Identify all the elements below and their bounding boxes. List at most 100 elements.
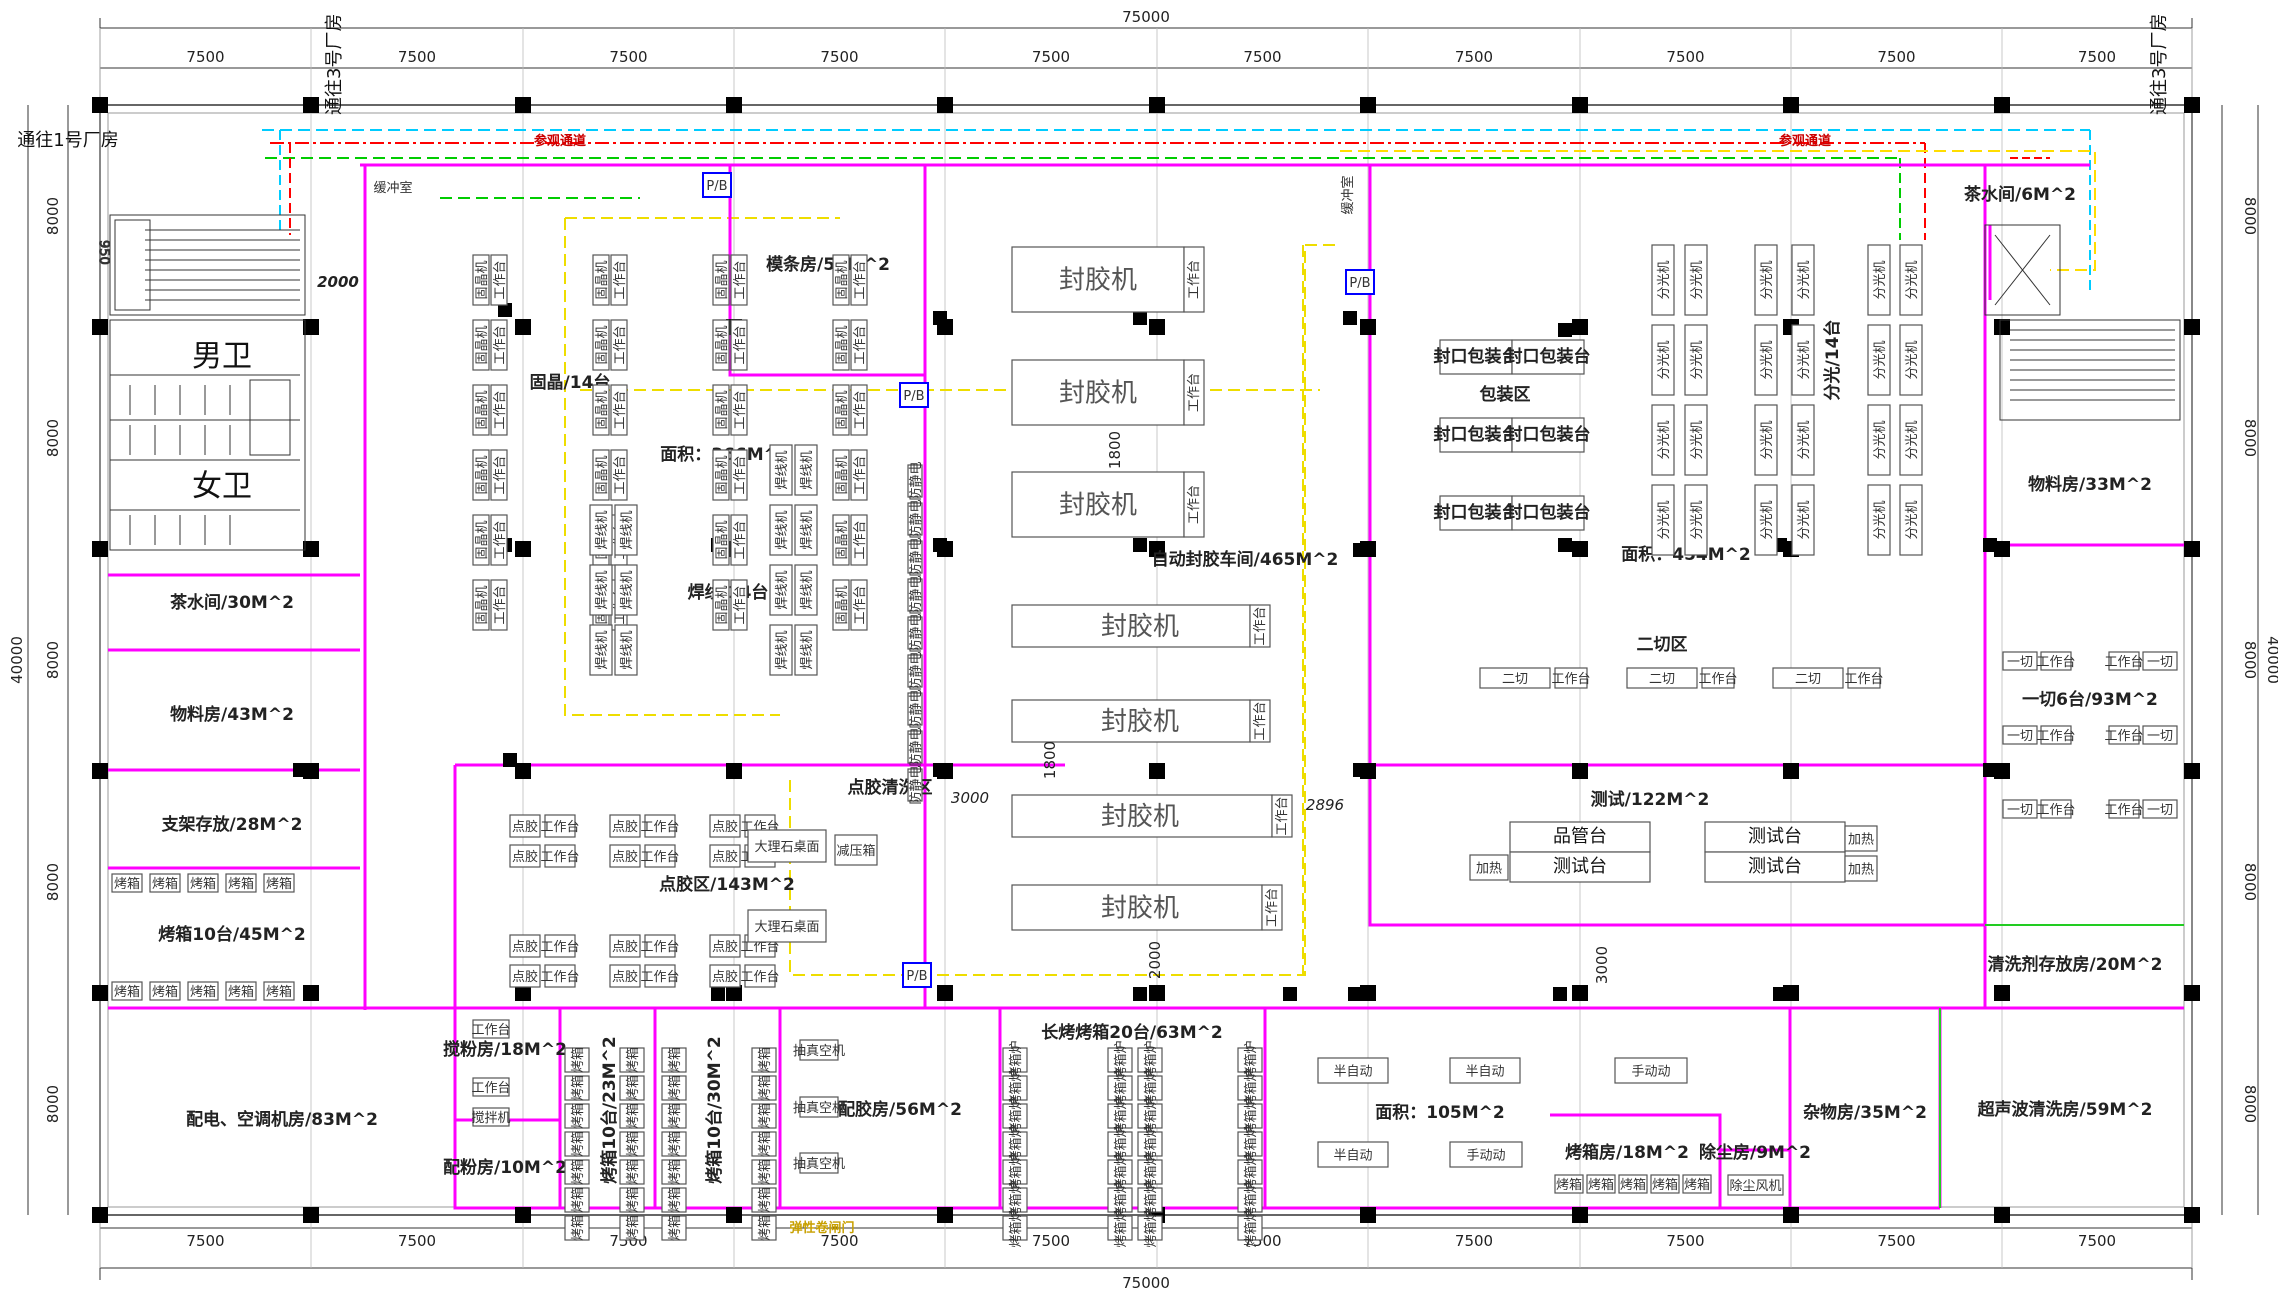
equipment-box: 封口包装台 xyxy=(1434,339,1519,375)
equipment-box: 工作台 xyxy=(2104,799,2144,819)
row-dim-right: 8000 xyxy=(2241,1085,2259,1123)
svg-text:手动动: 手动动 xyxy=(1466,1149,1505,1164)
equipment-box: 抽真空机 xyxy=(793,1152,845,1174)
room-tea-left: 茶水间/30M^2 xyxy=(170,592,294,613)
svg-text:防静电: 防静电 xyxy=(908,689,924,728)
buffer-room-left: 缓冲室 xyxy=(373,180,412,196)
svg-text:烤箱炉: 烤箱炉 xyxy=(1143,1040,1159,1079)
dim-total-left: 40000 xyxy=(8,636,26,684)
equipment-box: 焊线机 xyxy=(794,504,818,556)
svg-text:二切: 二切 xyxy=(1502,672,1528,687)
svg-text:固晶机: 固晶机 xyxy=(715,390,730,429)
equipment-box: 工作台 xyxy=(490,449,508,501)
svg-text:烤箱: 烤箱 xyxy=(757,1187,773,1213)
equipment-box: 工作台 xyxy=(640,964,680,988)
equipment-box: 点胶 xyxy=(509,964,541,988)
svg-text:二切: 二切 xyxy=(1795,672,1821,687)
equipment-box: 半自动 xyxy=(1317,1141,1389,1168)
room-test: 测试/122M^2 xyxy=(1591,789,1710,810)
dim-total-bottom: 75000 xyxy=(1122,1274,1170,1292)
equipment-box: 烤箱炉 xyxy=(1137,1180,1163,1220)
svg-text:焊线机: 焊线机 xyxy=(799,630,815,669)
svg-text:烤箱炉: 烤箱炉 xyxy=(1243,1152,1259,1191)
svg-text:分光机: 分光机 xyxy=(1690,420,1705,459)
svg-text:点胶: 点胶 xyxy=(512,819,538,835)
column xyxy=(1558,323,1572,337)
equipment-box: 烤箱 xyxy=(619,1103,645,1129)
equipment-box: 工作台 xyxy=(2104,725,2144,745)
equipment-box: 工作台 xyxy=(490,254,508,306)
row-dim-right: 8000 xyxy=(2241,863,2259,901)
equipment-box: 工作台 xyxy=(730,449,748,501)
svg-text:点胶: 点胶 xyxy=(712,849,738,865)
equipment-box: 工作台 xyxy=(540,844,580,868)
equipment-box: 固晶机 xyxy=(592,319,610,371)
svg-text:固晶机: 固晶机 xyxy=(715,455,730,494)
svg-text:焊线机: 焊线机 xyxy=(594,630,610,669)
svg-text:焊线机: 焊线机 xyxy=(774,450,790,489)
svg-text:工作台: 工作台 xyxy=(733,390,748,429)
equipment-box: 烤箱 xyxy=(751,1047,777,1073)
equipment-box: 烤箱 xyxy=(751,1215,777,1241)
equipment-box: 焊线机 xyxy=(614,564,638,616)
svg-text:点胶: 点胶 xyxy=(512,849,538,865)
svg-text:烤箱: 烤箱 xyxy=(570,1103,586,1129)
svg-text:工作台: 工作台 xyxy=(1275,796,1290,835)
room-power: 配电、空调机房/83M^2 xyxy=(186,1109,378,1130)
svg-text:工作台: 工作台 xyxy=(471,1023,510,1038)
equipment-box: 封口包装台 xyxy=(1506,495,1591,531)
room-misc: 杂物房/35M^2 xyxy=(1803,1102,1927,1123)
green-walls xyxy=(1939,924,2184,1208)
svg-text:固晶机: 固晶机 xyxy=(475,260,490,299)
column xyxy=(1572,985,1588,1001)
svg-text:一切: 一切 xyxy=(2007,803,2033,818)
column xyxy=(293,763,307,777)
column xyxy=(92,97,108,113)
equipment-box: 烤箱 xyxy=(1682,1174,1712,1194)
svg-text:工作台: 工作台 xyxy=(1253,606,1268,645)
svg-text:工作台: 工作台 xyxy=(853,390,868,429)
pb-tag: P/B xyxy=(902,962,932,988)
equipment-box: 烤箱 xyxy=(187,873,219,893)
equipment-box: 烤箱 xyxy=(225,981,257,1001)
column xyxy=(2184,319,2200,335)
equipment-box: 点胶 xyxy=(609,964,641,988)
encapsulator: 封胶机工作台 xyxy=(1011,246,1205,313)
svg-text:烤箱: 烤箱 xyxy=(1620,1177,1646,1193)
svg-text:分光机: 分光机 xyxy=(1760,260,1775,299)
pb-tags: P/BP/BP/BP/B xyxy=(702,172,1375,988)
svg-text:工作台: 工作台 xyxy=(2104,729,2143,744)
equipment-box: 烤箱炉 xyxy=(1137,1208,1163,1248)
column xyxy=(1149,97,1165,113)
column xyxy=(1558,538,1572,552)
svg-text:测试台: 测试台 xyxy=(1748,856,1802,877)
svg-text:点胶: 点胶 xyxy=(712,819,738,835)
annot-2000-b: 2000 xyxy=(1146,941,1164,979)
equipment-box: 烤箱 xyxy=(111,981,143,1001)
equipment-box: 工作台 xyxy=(640,814,680,838)
equipment-box: 烤箱 xyxy=(149,873,181,893)
room-split: 二切区 xyxy=(1637,635,1688,655)
column xyxy=(1149,985,1165,1001)
equipment-box: 烤箱 xyxy=(1586,1174,1616,1194)
to-hall-3-label-a: 通往3号厂房 xyxy=(324,14,345,115)
svg-text:烤箱: 烤箱 xyxy=(625,1187,641,1213)
room-long-oven: 长烤烤箱20台/63M^2 xyxy=(1041,1022,1223,1043)
svg-text:封胶机: 封胶机 xyxy=(1059,491,1137,521)
equipment-box: 分光机 xyxy=(1899,244,1923,316)
room-mixing: 配胶房/56M^2 xyxy=(838,1099,962,1120)
equipment-box: 固晶机 xyxy=(592,449,610,501)
svg-text:分光机: 分光机 xyxy=(1760,500,1775,539)
equipment-box: 工作台 xyxy=(640,844,680,868)
interior-dimension-annotations: 2000 1800 1800 3000 2896 2000 3000 xyxy=(317,273,1611,984)
svg-text:烤箱: 烤箱 xyxy=(152,984,178,1000)
bay-dim-bottom: 7500 xyxy=(186,1232,224,1250)
equipment-box: 一切 xyxy=(2142,799,2178,819)
visit-corridor-label-2: 参观通道 xyxy=(1779,133,1831,149)
svg-text:工作台: 工作台 xyxy=(613,325,628,364)
annot-2896: 2896 xyxy=(1306,796,1344,814)
pb-tag: P/B xyxy=(899,382,929,408)
column xyxy=(1783,1207,1799,1223)
equipment-box: 测试台 xyxy=(1704,821,1846,853)
svg-text:烤箱炉: 烤箱炉 xyxy=(1008,1180,1024,1219)
